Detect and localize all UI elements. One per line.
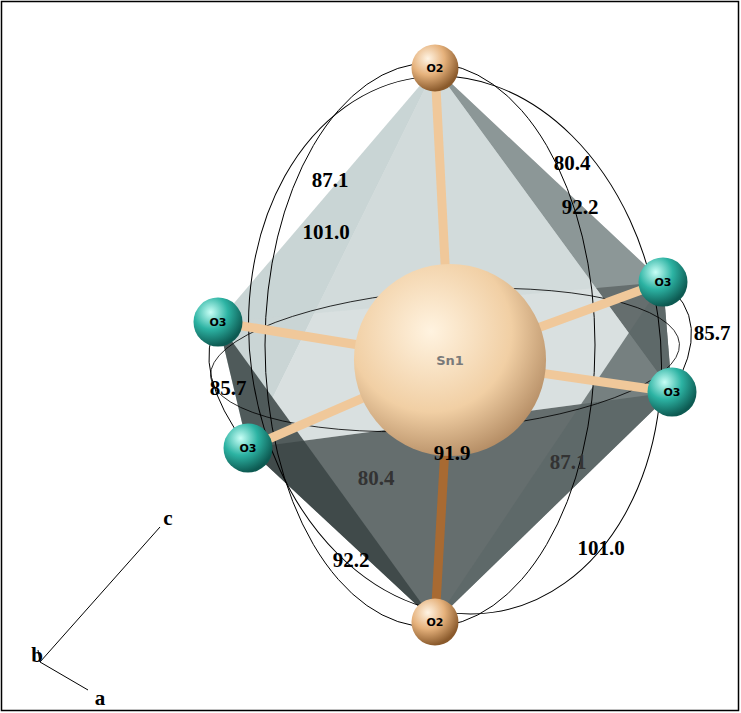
angle-arc: [265, 63, 595, 627]
axis-label: b: [31, 645, 43, 666]
atom-sphere: [194, 298, 243, 347]
bond-stick: [538, 290, 641, 328]
angle-value: 87.1: [550, 452, 587, 473]
bond-stick: [269, 398, 364, 439]
angle-value: 101.0: [577, 538, 624, 559]
atom-label: Sn1: [436, 353, 464, 368]
angle-value: 85.7: [694, 323, 731, 344]
atom-sphere: [648, 368, 697, 417]
atom-label: O3: [663, 386, 680, 399]
atom-sphere: [639, 258, 688, 307]
angle-value: 91.9: [434, 443, 471, 464]
axis-line: [40, 662, 88, 690]
atom-sphere: [354, 264, 546, 456]
axis-label: a: [95, 688, 106, 709]
angle-value: 87.1: [312, 170, 349, 191]
atom-sphere: [411, 598, 458, 645]
angle-value: 101.0: [302, 222, 349, 243]
atom-label: O3: [209, 316, 226, 329]
angle-value: 80.4: [358, 468, 395, 489]
angle-value: 92.2: [562, 197, 599, 218]
atom-label: O2: [426, 616, 443, 629]
angle-value: 80.4: [554, 153, 591, 174]
oxygen-atom: O3: [223, 423, 273, 473]
bond-stick: [241, 326, 358, 345]
atom-sphere: [224, 424, 273, 473]
bond-stick: [436, 90, 445, 266]
tin-atom: Sn1: [352, 262, 548, 458]
bond-stick: [436, 454, 444, 600]
angle-value: 92.2: [333, 550, 370, 571]
atom-label: O3: [239, 442, 256, 455]
oxygen-atom: O2: [411, 44, 459, 92]
oxygen-atom: O3: [638, 257, 688, 307]
angle-arc: [214, 49, 695, 641]
atom-label: O2: [426, 62, 443, 75]
atom-sphere: [411, 44, 458, 91]
oxygen-atom: O3: [647, 367, 697, 417]
angle-value: 85.7: [210, 378, 247, 399]
axis-label: c: [163, 508, 172, 529]
axis-line: [40, 527, 160, 662]
oxygen-atom: O2: [411, 598, 459, 646]
atom-label: O3: [654, 276, 671, 289]
oxygen-atom: O3: [193, 297, 243, 347]
bond-stick: [543, 373, 649, 388]
